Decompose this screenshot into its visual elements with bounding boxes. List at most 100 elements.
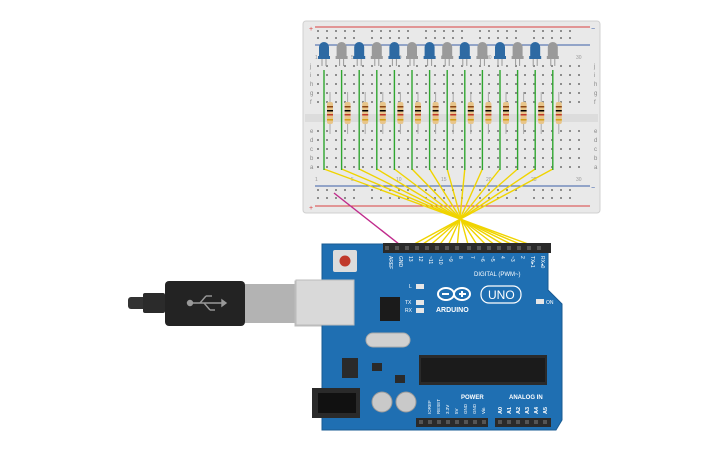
terminal-hole[interactable] bbox=[353, 166, 355, 168]
led-icon[interactable] bbox=[371, 42, 382, 58]
rail-hole[interactable] bbox=[533, 37, 535, 39]
rail-hole[interactable] bbox=[407, 30, 409, 32]
terminal-hole[interactable] bbox=[317, 130, 319, 132]
terminal-hole[interactable] bbox=[560, 148, 562, 150]
terminal-hole[interactable] bbox=[497, 166, 499, 168]
rail-hole[interactable] bbox=[443, 30, 445, 32]
rail-hole[interactable] bbox=[317, 189, 319, 191]
terminal-hole[interactable] bbox=[398, 139, 400, 141]
terminal-hole[interactable] bbox=[317, 157, 319, 159]
terminal-hole[interactable] bbox=[443, 92, 445, 94]
terminal-hole[interactable] bbox=[344, 74, 346, 76]
rail-hole[interactable] bbox=[335, 189, 337, 191]
led-icon[interactable] bbox=[547, 42, 558, 58]
rail-hole[interactable] bbox=[317, 30, 319, 32]
rail-hole[interactable] bbox=[461, 30, 463, 32]
terminal-hole[interactable] bbox=[578, 101, 580, 103]
terminal-hole[interactable] bbox=[443, 65, 445, 67]
terminal-hole[interactable] bbox=[479, 166, 481, 168]
terminal-hole[interactable] bbox=[569, 83, 571, 85]
terminal-hole[interactable] bbox=[425, 92, 427, 94]
terminal-hole[interactable] bbox=[416, 157, 418, 159]
terminal-hole[interactable] bbox=[461, 83, 463, 85]
power-pin[interactable] bbox=[428, 420, 432, 424]
terminal-hole[interactable] bbox=[506, 139, 508, 141]
power-pin[interactable] bbox=[446, 420, 450, 424]
reset-button-cap[interactable] bbox=[339, 255, 351, 267]
terminal-hole[interactable] bbox=[569, 65, 571, 67]
terminal-hole[interactable] bbox=[344, 157, 346, 159]
terminal-hole[interactable] bbox=[488, 65, 490, 67]
terminal-hole[interactable] bbox=[479, 148, 481, 150]
terminal-hole[interactable] bbox=[371, 83, 373, 85]
terminal-hole[interactable] bbox=[407, 139, 409, 141]
resistor-icon[interactable] bbox=[503, 102, 509, 124]
signal-wire[interactable] bbox=[446, 168, 470, 249]
rail-hole[interactable] bbox=[371, 30, 373, 32]
terminal-hole[interactable] bbox=[560, 139, 562, 141]
rail-hole[interactable] bbox=[542, 30, 544, 32]
rail-hole[interactable] bbox=[551, 189, 553, 191]
terminal-hole[interactable] bbox=[389, 101, 391, 103]
rail-hole[interactable] bbox=[515, 37, 517, 39]
rail-hole[interactable] bbox=[560, 37, 562, 39]
terminal-hole[interactable] bbox=[524, 166, 526, 168]
terminal-hole[interactable] bbox=[578, 166, 580, 168]
rail-hole[interactable] bbox=[488, 37, 490, 39]
rail-hole[interactable] bbox=[380, 197, 382, 199]
terminal-hole[interactable] bbox=[470, 166, 472, 168]
terminal-hole[interactable] bbox=[344, 166, 346, 168]
terminal-hole[interactable] bbox=[443, 139, 445, 141]
terminal-hole[interactable] bbox=[524, 92, 526, 94]
digital-pin[interactable] bbox=[385, 246, 389, 250]
terminal-hole[interactable] bbox=[416, 74, 418, 76]
terminal-hole[interactable] bbox=[497, 148, 499, 150]
resistor-icon[interactable] bbox=[555, 102, 562, 124]
terminal-hole[interactable] bbox=[578, 139, 580, 141]
terminal-hole[interactable] bbox=[452, 83, 454, 85]
rail-hole[interactable] bbox=[353, 37, 355, 39]
terminal-hole[interactable] bbox=[533, 74, 535, 76]
terminal-hole[interactable] bbox=[569, 101, 571, 103]
terminal-hole[interactable] bbox=[362, 65, 364, 67]
terminal-hole[interactable] bbox=[479, 92, 481, 94]
terminal-hole[interactable] bbox=[569, 148, 571, 150]
resistor-icon[interactable] bbox=[397, 102, 404, 124]
terminal-hole[interactable] bbox=[542, 166, 544, 168]
terminal-hole[interactable] bbox=[542, 74, 544, 76]
rail-hole[interactable] bbox=[497, 30, 499, 32]
digital-pin[interactable] bbox=[445, 246, 449, 250]
terminal-hole[interactable] bbox=[569, 166, 571, 168]
digital-pin[interactable] bbox=[455, 246, 459, 250]
rail-hole[interactable] bbox=[461, 37, 463, 39]
terminal-hole[interactable] bbox=[524, 101, 526, 103]
terminal-hole[interactable] bbox=[317, 92, 319, 94]
terminal-hole[interactable] bbox=[335, 130, 337, 132]
terminal-hole[interactable] bbox=[326, 139, 328, 141]
terminal-hole[interactable] bbox=[380, 101, 382, 103]
signal-wire[interactable] bbox=[323, 168, 540, 249]
terminal-hole[interactable] bbox=[380, 83, 382, 85]
rail-hole[interactable] bbox=[479, 197, 481, 199]
rail-hole[interactable] bbox=[479, 37, 481, 39]
terminal-hole[interactable] bbox=[407, 83, 409, 85]
rail-hole[interactable] bbox=[452, 37, 454, 39]
terminal-hole[interactable] bbox=[425, 148, 427, 150]
rail-hole[interactable] bbox=[488, 30, 490, 32]
digital-pin[interactable] bbox=[497, 246, 501, 250]
terminal-hole[interactable] bbox=[353, 83, 355, 85]
terminal-hole[interactable] bbox=[551, 101, 553, 103]
terminal-hole[interactable] bbox=[542, 92, 544, 94]
rail-hole[interactable] bbox=[497, 37, 499, 39]
terminal-hole[interactable] bbox=[425, 74, 427, 76]
terminal-hole[interactable] bbox=[326, 157, 328, 159]
terminal-hole[interactable] bbox=[326, 166, 328, 168]
terminal-hole[interactable] bbox=[533, 65, 535, 67]
terminal-hole[interactable] bbox=[416, 92, 418, 94]
terminal-hole[interactable] bbox=[443, 148, 445, 150]
terminal-hole[interactable] bbox=[389, 139, 391, 141]
terminal-hole[interactable] bbox=[362, 74, 364, 76]
terminal-hole[interactable] bbox=[425, 65, 427, 67]
terminal-hole[interactable] bbox=[425, 130, 427, 132]
rail-hole[interactable] bbox=[533, 189, 535, 191]
